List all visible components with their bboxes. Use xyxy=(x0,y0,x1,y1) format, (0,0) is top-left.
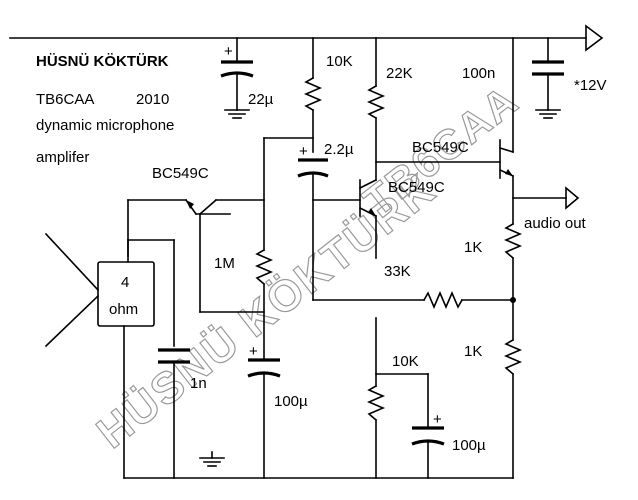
label-10k-top: 10K xyxy=(326,53,353,70)
transistor-middle xyxy=(312,178,378,259)
label-100u-left: 100µ xyxy=(274,393,308,410)
label-mic-unit: ohm xyxy=(109,301,138,318)
transistor-output xyxy=(375,37,515,225)
label-100u-bottom: 100µ xyxy=(452,437,486,454)
label-100n: 100n xyxy=(462,65,495,82)
label-33k: 33K xyxy=(384,263,411,280)
transistor-input xyxy=(127,137,314,313)
resistor-10k-top xyxy=(303,37,323,153)
ground-icon xyxy=(199,451,225,467)
capacitor-100u-left: + xyxy=(247,343,281,479)
label-1k-bottom: 1K xyxy=(464,343,482,360)
capacitor-100n xyxy=(532,37,564,119)
label-bc549c-middle: BC549C xyxy=(388,179,445,196)
output-arrow-icon xyxy=(565,186,580,210)
supply-arrow-icon xyxy=(585,24,604,52)
emitter-network: + xyxy=(366,317,445,479)
capacitor-2-2u: + xyxy=(297,143,329,301)
label-bc549c-output: BC549C xyxy=(412,139,469,156)
svg-text:+: + xyxy=(433,411,442,428)
svg-text:+: + xyxy=(299,143,308,160)
audio-output xyxy=(512,186,580,210)
resistor-33k xyxy=(312,290,516,310)
resistor-1k-bottom xyxy=(503,338,523,479)
label-1n: 1n xyxy=(190,375,207,392)
label-1m: 1M xyxy=(214,255,235,272)
resistor-22k xyxy=(366,37,386,181)
description-line1: dynamic microphone xyxy=(36,117,174,134)
label-22k: 22K xyxy=(386,65,413,82)
label-audio-out: audio out xyxy=(524,215,587,232)
resistor-1k-top xyxy=(503,222,523,341)
label-10k-bottom: 10K xyxy=(392,353,419,370)
microphone xyxy=(44,232,175,479)
callsign-label: TB6CAA xyxy=(36,91,94,108)
svg-text:+: + xyxy=(249,343,258,360)
capacitor-1n xyxy=(158,348,190,479)
label-mic-value: 4 xyxy=(121,274,129,291)
label-1k-top: 1K xyxy=(464,239,482,256)
label-supply: *12V xyxy=(574,77,607,94)
author-label: HÜSNÜ KÖKTÜRK xyxy=(36,53,169,70)
year-label: 2010 xyxy=(136,91,169,108)
description-line2: amplifer xyxy=(36,149,89,166)
label-bc549c-input: BC549C xyxy=(152,165,209,182)
svg-text:+: + xyxy=(224,43,233,60)
resistor-1m xyxy=(254,248,274,359)
capacitor-22u: + xyxy=(220,37,254,119)
supply-rail xyxy=(9,24,604,52)
label-22u: 22µ xyxy=(248,91,274,108)
label-2-2u: 2.2µ xyxy=(324,141,354,158)
